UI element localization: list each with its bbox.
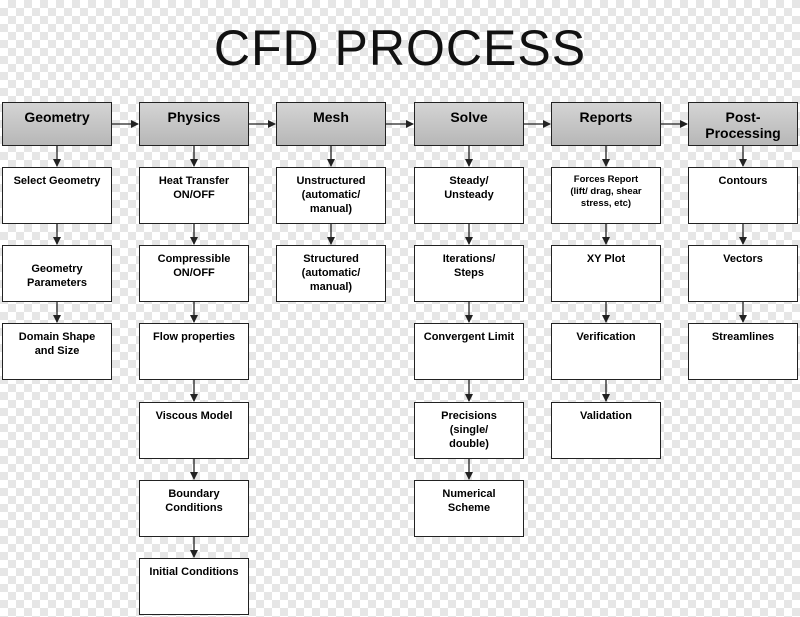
header-physics: Physics — [139, 102, 249, 146]
box-streamlines: Streamlines — [688, 323, 798, 380]
box-compressible: Compressible ON/OFF — [139, 245, 249, 302]
diagram-title: CFD PROCESS — [213, 20, 587, 76]
header-solve: Solve — [414, 102, 524, 146]
box-numerical-scheme: Numerical Scheme — [414, 480, 524, 537]
box-unstructured: Unstructured (automatic/ manual) — [276, 167, 386, 224]
box-validation: Validation — [551, 402, 661, 459]
box-convergent-limit: Convergent Limit — [414, 323, 524, 380]
header-geometry: Geometry — [2, 102, 112, 146]
header-mesh: Mesh — [276, 102, 386, 146]
box-heat-transfer: Heat Transfer ON/OFF — [139, 167, 249, 224]
box-flow-properties: Flow properties — [139, 323, 249, 380]
box-structured: Structured (automatic/ manual) — [276, 245, 386, 302]
header-reports: Reports — [551, 102, 661, 146]
box-viscous-model: Viscous Model — [139, 402, 249, 459]
box-steady-unsteady: Steady/ Unsteady — [414, 167, 524, 224]
box-forces-report: Forces Report (lift/ drag, shear stress,… — [551, 167, 661, 224]
header-post-processing: Post- Processing — [688, 102, 798, 146]
box-contours: Contours — [688, 167, 798, 224]
box-select-geometry: Select Geometry — [2, 167, 112, 224]
box-precisions: Precisions (single/ double) — [414, 402, 524, 459]
box-vectors: Vectors — [688, 245, 798, 302]
box-iterations-steps: Iterations/ Steps — [414, 245, 524, 302]
box-boundary-conditions: Boundary Conditions — [139, 480, 249, 537]
box-verification: Verification — [551, 323, 661, 380]
box-domain-shape-and-size: Domain Shape and Size — [2, 323, 112, 380]
box-initial-conditions: Initial Conditions — [139, 558, 249, 615]
box-geometry-parameters: Geometry Parameters — [2, 245, 112, 302]
box-xy-plot: XY Plot — [551, 245, 661, 302]
